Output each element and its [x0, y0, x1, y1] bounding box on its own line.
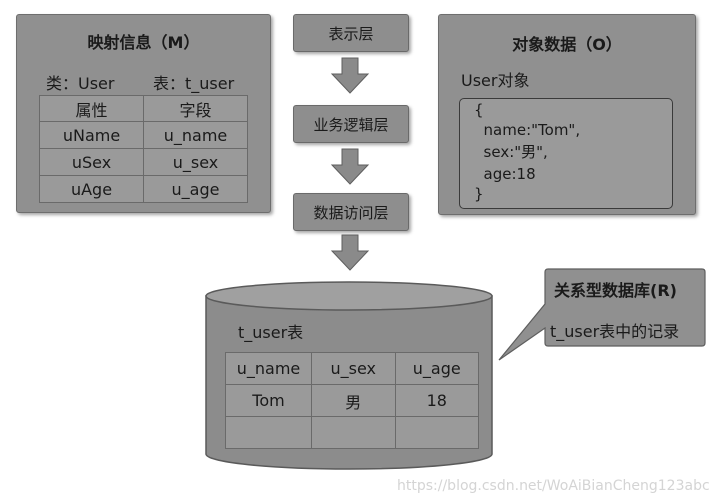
down-arrow-icon — [330, 148, 370, 185]
mapping-panel-title: 映射信息（M） — [87, 33, 200, 52]
db-cell: 男 — [311, 384, 396, 417]
callout-title: 关系型数据库(R) — [554, 281, 677, 300]
mapping-header-field: 字段 — [143, 95, 248, 122]
mapping-cell-attribute: uName — [39, 121, 144, 149]
object-panel-title: 对象数据（O） — [512, 35, 622, 54]
db-cell — [311, 416, 396, 449]
table-row — [224, 416, 479, 449]
table-row: Tom 男 18 — [224, 384, 479, 417]
table-row: uAge u_age — [39, 175, 248, 203]
mapping-cell-attribute: uSex — [39, 148, 144, 176]
data-access-layer-label: 数据访问层 — [313, 203, 389, 222]
db-header-u-name: u_name — [224, 352, 313, 385]
presentation-layer-box: 表示层 — [293, 14, 409, 52]
mapping-class-label: 类：User — [46, 74, 115, 93]
db-header-u-age: u_age — [394, 352, 479, 385]
callout-bubble-icon — [498, 268, 706, 361]
down-arrow-icon — [330, 57, 370, 94]
db-header-u-sex: u_sex — [311, 352, 396, 385]
object-code-box: { name:"Tom", sex:"男", age:18 } — [459, 98, 673, 209]
table-row: uName u_name — [39, 121, 248, 149]
table-row: u_name u_sex u_age — [224, 352, 479, 385]
mapping-cell-attribute: uAge — [39, 175, 144, 203]
db-cell: 18 — [394, 384, 479, 417]
presentation-layer-label: 表示层 — [328, 24, 374, 43]
data-access-layer-box: 数据访问层 — [293, 193, 409, 231]
database-table: u_name u_sex u_age Tom 男 18 — [224, 352, 479, 449]
code-line: name:"Tom", — [474, 121, 581, 139]
object-panel: 对象数据（O） User对象 { name:"Tom", sex:"男", ag… — [438, 14, 696, 215]
mapping-cell-field: u_sex — [143, 148, 248, 176]
callout-text: t_user表中的记录 — [550, 322, 680, 341]
mapping-cell-field: u_name — [143, 121, 248, 149]
mapping-cell-field: u_age — [143, 175, 248, 203]
code-line: } — [474, 185, 484, 203]
down-arrow-icon — [330, 234, 370, 271]
code-line: { — [474, 101, 484, 119]
business-logic-layer-label: 业务逻辑层 — [313, 115, 389, 134]
watermark-text: https://blog.csdn.net/WoAiBianCheng123ab… — [397, 478, 710, 494]
mapping-table-header-row: 属性 字段 — [39, 95, 248, 122]
mapping-panel: 映射信息（M） 类：User 表：t_user 属性 字段 uName u_na… — [16, 14, 271, 213]
mapping-table-label: 表：t_user — [153, 74, 235, 93]
database-table-name: t_user表 — [238, 323, 304, 342]
code-line: age:18 — [474, 165, 536, 183]
object-panel-subtitle: User对象 — [461, 71, 530, 90]
db-cell — [394, 416, 479, 449]
mapping-table: 属性 字段 uName u_name uSex u_sex uAge u_age — [39, 95, 248, 203]
code-line: sex:"男", — [474, 143, 548, 161]
db-cell: Tom — [224, 384, 313, 417]
db-cell — [224, 416, 313, 449]
table-row: uSex u_sex — [39, 148, 248, 176]
business-logic-layer-box: 业务逻辑层 — [293, 105, 409, 143]
mapping-header-attribute: 属性 — [39, 95, 144, 122]
